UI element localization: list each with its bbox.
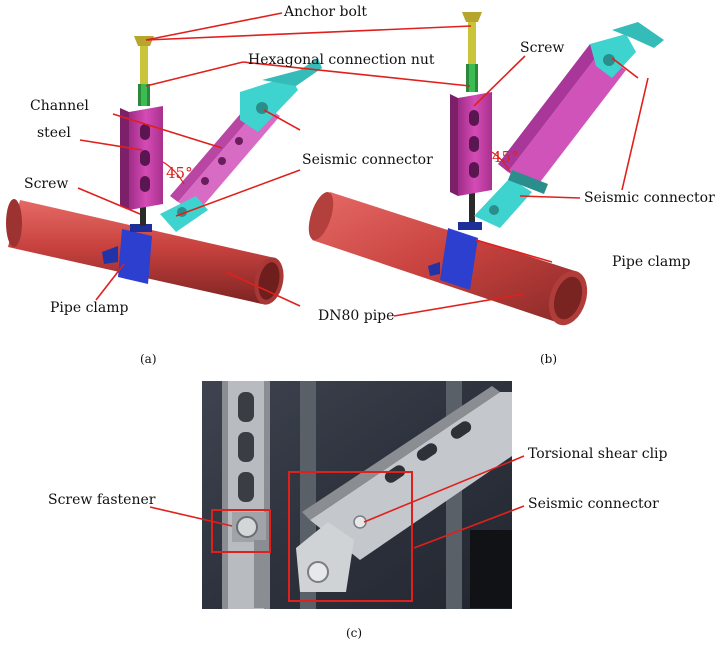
label-seismic-connector-b: Seismic connector [584,190,715,206]
pipe-clamp-b [428,222,482,290]
label-channel-steel-line1: Channel [30,98,89,114]
angle-arc-b [491,151,511,173]
leader-lines [77,12,649,549]
label-seismic-connector-c: Seismic connector [528,496,659,512]
label-channel-steel-line2: steel [37,125,71,141]
label-pipe-clamp-b: Pipe clamp [612,254,691,270]
angle-arc-a [162,161,185,185]
caption-a: (a) [140,352,157,366]
diagonal-channel-b [498,44,626,190]
panel-c [202,381,512,609]
photo-screw-fastener [232,512,266,608]
screw-a [140,198,146,226]
label-hexagonal-connection-nut: Hexagonal connection nut [248,52,435,68]
label-torsional-shear-clip: Torsional shear clip [528,446,668,462]
highlight-box-fastener [211,509,271,553]
channel-steel-b [450,92,492,196]
panel-a [6,36,322,305]
diagonal-channel-a [170,98,280,214]
label-dn80-pipe: DN80 pipe [318,308,395,324]
label-pipe-clamp-a: Pipe clamp [50,300,129,316]
label-screw-b: Screw [520,40,565,56]
panel-b [308,12,664,326]
anchor-bolt-b [462,12,482,92]
label-angle-a: 45° [166,164,193,182]
caption-b: (b) [540,352,558,366]
seismic-connector-b [474,22,664,228]
label-anchor-bolt: Anchor bolt [284,4,368,20]
pipe-clamp-a [102,224,152,284]
photo-seismic-connector [296,515,367,592]
channel-steel-a [120,106,163,210]
caption-c: (c) [346,626,363,640]
anchor-bolt-a [134,36,154,106]
label-seismic-connector-a: Seismic connector [302,152,433,168]
screw-b [469,186,475,222]
label-screw-fastener: Screw fastener [48,492,156,508]
highlight-box-connector [288,471,413,602]
label-angle-b: 45° [492,148,519,166]
label-screw-a: Screw [24,176,69,192]
